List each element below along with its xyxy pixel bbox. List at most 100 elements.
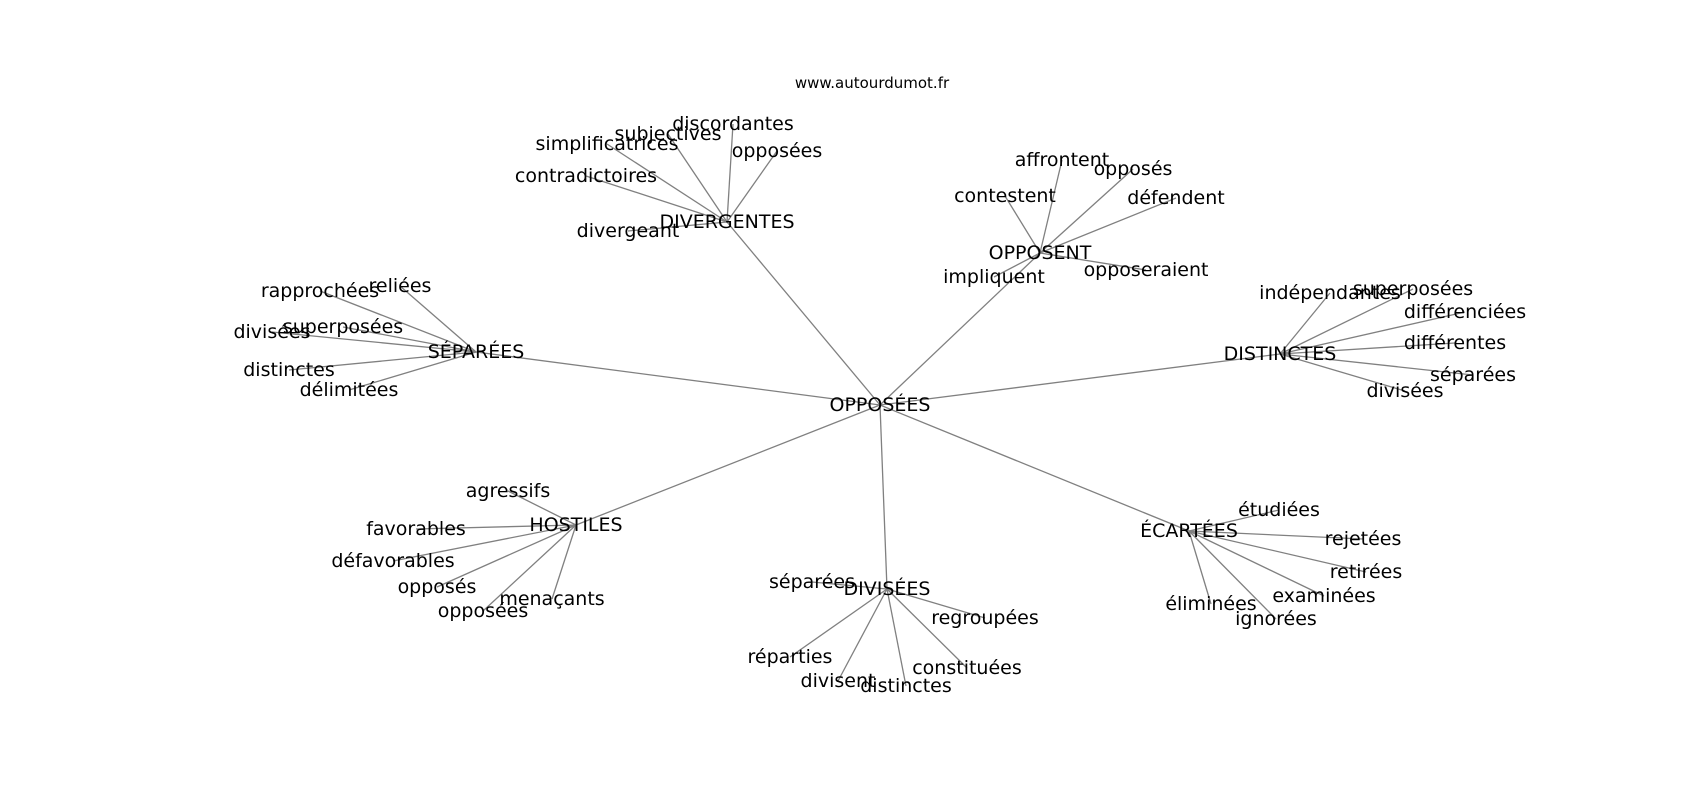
edge-hub-leaf <box>551 524 577 600</box>
edge-hub-leaf <box>1188 530 1325 597</box>
leaf-node: superposées <box>283 316 403 338</box>
graph-edges <box>271 123 1474 687</box>
edge-hub-leaf <box>886 588 968 669</box>
leaf-node: superposées <box>1353 278 1473 300</box>
leaf-node: défavorables <box>331 550 454 572</box>
edge-hub-leaf <box>1039 159 1063 254</box>
leaf-node: défendent <box>1127 187 1224 209</box>
leaf-node: divisent <box>801 670 876 692</box>
hub-node: DIVERGENTES <box>659 211 794 233</box>
edge-hub-leaf <box>606 143 728 223</box>
edge-hub-leaf <box>1279 292 1331 355</box>
edge-hub-leaf <box>667 133 728 223</box>
leaf-node: contestent <box>954 185 1056 207</box>
edge-hub-leaf <box>726 123 734 223</box>
hub-node: SÉPARÉES <box>428 340 525 363</box>
edge-hub-leaf <box>627 221 728 232</box>
leaf-node: éliminées <box>1165 593 1256 615</box>
edge-hub-leaf <box>1279 342 1456 355</box>
leaf-node: menaçants <box>499 588 604 610</box>
graph-nodes: OPPOSÉES DIVERGENTES discordantessubjectiv… <box>233 113 1526 697</box>
edge-hub-leaf <box>348 351 477 391</box>
edge-hub-leaf <box>585 175 728 223</box>
edge-hub-leaf <box>1188 530 1212 605</box>
edge-center-hub <box>726 221 881 406</box>
hub-node: DISTINCTES <box>1224 343 1337 365</box>
edge-hub-leaf <box>1188 530 1364 540</box>
hub-node: OPPOSENT <box>989 242 1092 264</box>
leaf-node: opposées <box>438 600 529 622</box>
hub-node: ÉCARTÉES <box>1140 519 1238 542</box>
edge-hub-leaf <box>342 326 477 353</box>
edge-hub-leaf <box>886 588 907 687</box>
source-label: www.autourdumot.fr <box>795 74 950 92</box>
edge-hub-leaf <box>789 588 888 658</box>
edge-center-hub <box>879 252 1041 406</box>
leaf-node: impliquent <box>943 266 1045 288</box>
edge-center-hub <box>575 404 881 526</box>
edge-hub-leaf <box>1188 530 1277 620</box>
edge-hub-leaf <box>415 524 577 530</box>
hub-node: DIVISÉES <box>844 577 931 600</box>
leaf-node: opposées <box>732 140 823 162</box>
edge-hub-leaf <box>1279 353 1474 376</box>
edge-hub-leaf <box>1039 197 1177 254</box>
edge-hub-leaf <box>1039 252 1147 271</box>
leaf-node: agressifs <box>466 480 550 502</box>
edge-center-hub <box>879 404 888 590</box>
edge-hub-leaf <box>1039 168 1134 254</box>
leaf-node: subjectives <box>615 123 722 145</box>
edge-hub-leaf <box>507 490 577 526</box>
leaf-node: examinées <box>1272 585 1375 607</box>
leaf-node: différentes <box>1404 332 1506 354</box>
leaf-node: séparées <box>769 571 855 593</box>
leaf-node: constituées <box>912 657 1022 679</box>
edge-hub-leaf <box>1279 288 1414 355</box>
leaf-node: rejetées <box>1325 528 1402 550</box>
edge-hub-leaf <box>271 331 477 353</box>
leaf-node: favorables <box>366 518 466 540</box>
edge-hub-leaf <box>1004 195 1041 254</box>
leaf-node: ignorées <box>1235 608 1317 630</box>
edge-hub-leaf <box>1188 509 1280 532</box>
edge-hub-leaf <box>288 351 477 371</box>
edge-hub-leaf <box>436 524 577 588</box>
leaf-node: retirées <box>1330 561 1402 583</box>
edge-hub-leaf <box>1279 311 1466 355</box>
leaf-node: réparties <box>748 646 833 668</box>
center-node: OPPOSÉES <box>830 393 931 416</box>
edge-center-hub <box>879 404 1190 532</box>
edge-hub-leaf <box>319 290 477 353</box>
leaf-node: distinctes <box>243 359 335 381</box>
edge-hub-leaf <box>482 524 577 612</box>
leaf-node: délimitées <box>300 379 399 401</box>
leaf-node: affrontent <box>1015 149 1109 171</box>
leaf-node: divisées <box>233 321 310 343</box>
edge-hub-leaf <box>1188 530 1367 573</box>
edge-hub-leaf <box>392 524 577 562</box>
leaf-node: différenciées <box>1404 301 1526 323</box>
leaf-node: discordantes <box>672 113 794 135</box>
edge-hub-leaf <box>399 285 477 353</box>
leaf-node: étudiées <box>1238 499 1320 521</box>
hub-node: HOSTILES <box>529 514 622 536</box>
leaf-node: opposeraient <box>1084 259 1209 281</box>
edge-hub-leaf <box>811 581 888 590</box>
edge-hub-leaf <box>1279 353 1406 392</box>
leaf-node: simplificatrices <box>536 133 679 155</box>
edge-center-hub <box>879 353 1281 406</box>
leaf-node: indépendantes <box>1259 282 1401 304</box>
edge-hub-leaf <box>837 588 888 682</box>
edge-center-hub <box>475 351 881 406</box>
leaf-node: reliées <box>369 275 432 297</box>
leaf-node: distinctes <box>860 675 952 697</box>
leaf-node: divergeant <box>577 220 680 242</box>
leaf-node: opposés <box>398 576 477 598</box>
leaf-node: contradictoires <box>515 165 657 187</box>
leaf-node: divisées <box>1366 380 1443 402</box>
edge-hub-leaf <box>726 150 778 223</box>
edge-hub-leaf <box>993 252 1041 278</box>
edge-hub-leaf <box>886 588 986 619</box>
leaf-node: regroupées <box>931 607 1039 629</box>
leaf-node: rapprochées <box>261 280 379 302</box>
